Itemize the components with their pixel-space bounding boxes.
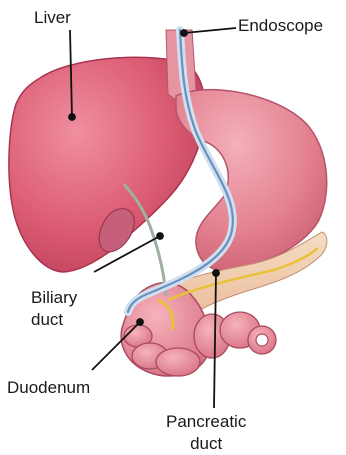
biliary-duct-label-line1: Biliary [31,287,77,309]
duodenum-label: Duodenum [7,378,90,398]
biliary-duct-label: Biliary duct [31,287,77,331]
pancreatic-duct-label-line2: duct [166,433,246,455]
liver-label: Liver [34,8,71,28]
biliary-duct-label-line2: duct [31,309,77,331]
endoscope-label: Endoscope [238,16,323,36]
pancreatic-duct-label: Pancreatic duct [166,411,246,455]
pancreatic-duct-label-line1: Pancreatic [166,411,246,433]
bowel-opening [256,334,268,346]
